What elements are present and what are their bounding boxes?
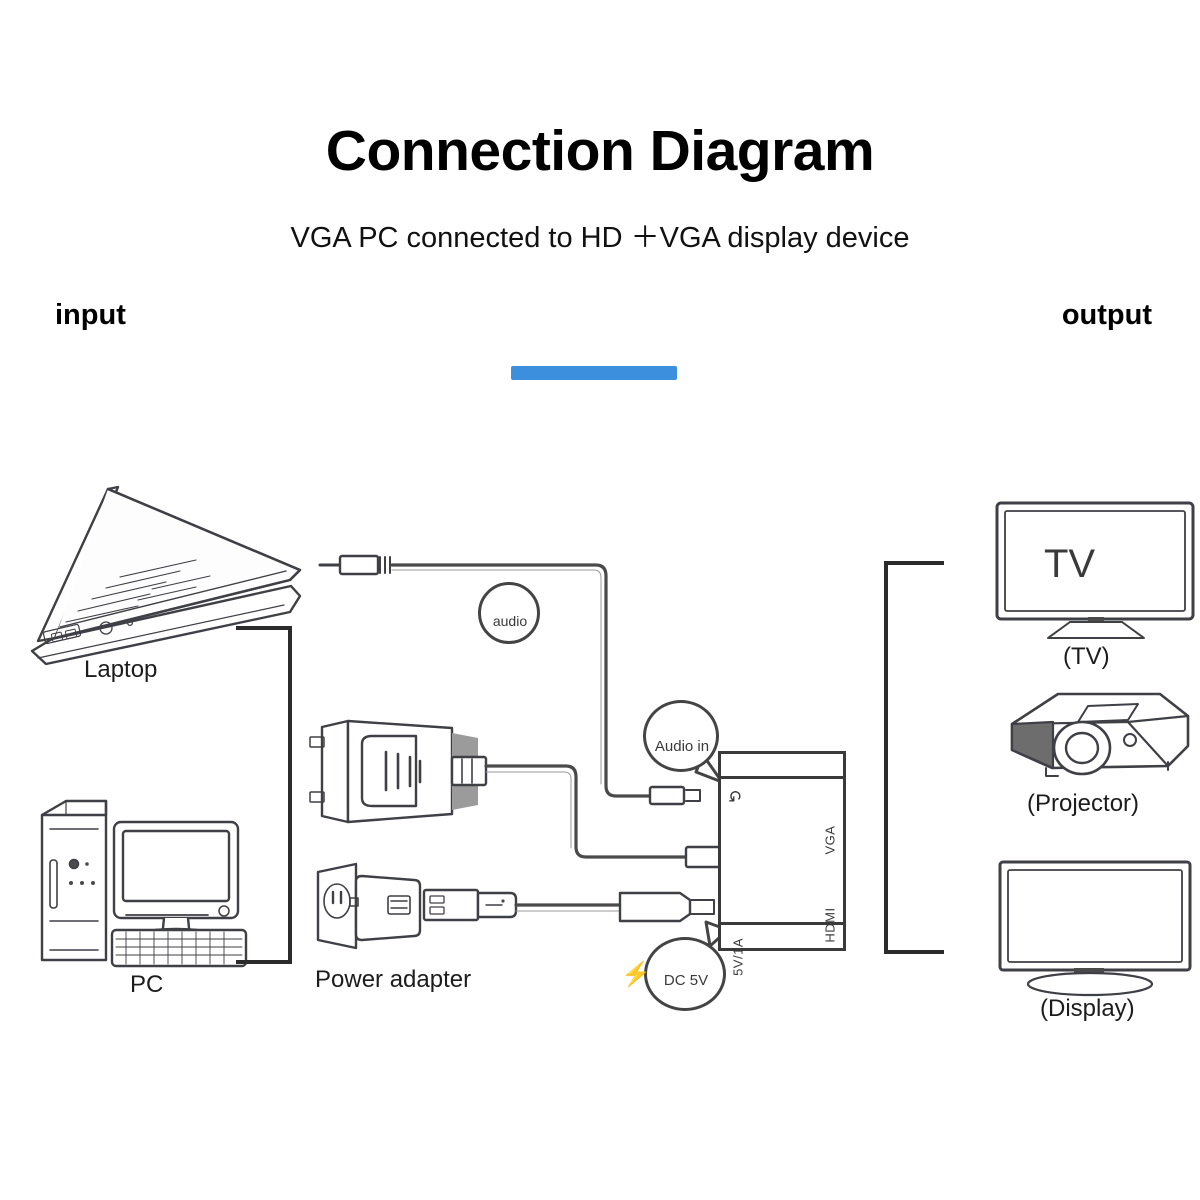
converter-port-label-vga: VGA <box>822 825 838 855</box>
audio-out-glyph: ↺ <box>728 786 743 805</box>
pc-caption: PC <box>130 971 164 998</box>
converter-port-label-hdmi: HDMI <box>822 907 838 943</box>
tv-caption: (TV) <box>1063 643 1110 670</box>
output-group-bracket <box>884 561 944 954</box>
audio-in-callout-label: Audio in <box>654 738 710 755</box>
audio-callout <box>478 582 540 644</box>
dc-5v-callout <box>644 937 726 1011</box>
accent-bar <box>511 366 677 380</box>
tv-screen-text: TV <box>1044 542 1096 586</box>
page-subtitle: VGA PC connected to HD ＋VGA display devi… <box>290 222 910 254</box>
vga-to-hdmi-converter[interactable] <box>718 751 846 951</box>
dc-5v-callout-label: DC 5V <box>663 972 709 989</box>
desktop-computer-icon <box>40 799 248 968</box>
audio-in-callout <box>643 700 719 772</box>
converter-top-seam <box>718 776 846 779</box>
usb-power-adapter-icon <box>316 862 715 950</box>
power-adapter-caption: Power adapter <box>315 966 472 993</box>
projector-caption: (Projector) <box>1027 790 1140 817</box>
lightning-bolt-icon: ⚡ <box>621 961 651 988</box>
input-group-bracket <box>236 626 292 964</box>
display-caption: (Display) <box>1040 995 1135 1022</box>
input-section-label: input <box>55 299 126 331</box>
monitor-icon <box>998 860 1192 997</box>
output-section-label: output <box>1061 299 1152 331</box>
converter-bottom-seam <box>718 922 846 925</box>
audio-callout-label: audio <box>492 613 528 629</box>
laptop-caption: Laptop <box>84 656 158 683</box>
projector-icon <box>1010 692 1190 777</box>
page-title: Connection Diagram <box>325 119 875 183</box>
converter-port-label-power: 5V/1A <box>730 938 746 976</box>
